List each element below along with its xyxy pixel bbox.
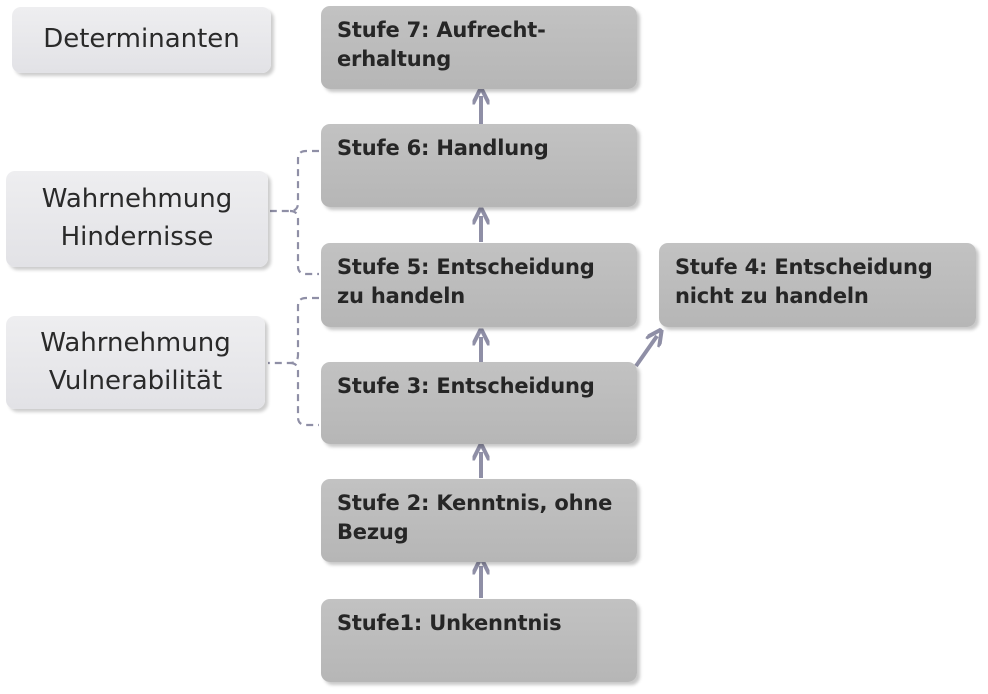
- stage-2-line2: Bezug: [337, 519, 409, 544]
- bracket-vulnerabilitaet: [268, 296, 319, 427]
- stage-1-box: Stufe1: Unkenntnis: [321, 599, 637, 682]
- stage-3-line1: Stufe 3: Entscheidung: [337, 374, 595, 398]
- stage-2-box: Stufe 2: Kenntnis, ohne Bezug: [321, 479, 637, 562]
- determinant-perceived-barriers: Wahrnehmung Hindernisse: [6, 171, 268, 267]
- determinants-header-label: Determinanten: [43, 24, 240, 55]
- stage-4-line2: nicht zu handeln: [675, 283, 869, 308]
- stage-4-box: Stufe 4: Entscheidung nicht zu handeln: [659, 243, 976, 327]
- determinant-barriers-line1: Wahrnehmung: [41, 184, 233, 215]
- arrow-stage3-to-stage4: [634, 336, 657, 368]
- determinants-header: Determinanten: [12, 7, 271, 73]
- stage-7-box: Stufe 7: Aufrecht- erhaltung: [321, 6, 637, 89]
- determinant-barriers-line2: Hindernisse: [60, 222, 214, 252]
- stage-7-line1: Stufe 7: Aufrecht-: [337, 18, 546, 42]
- stage-5-line2: zu handeln: [337, 283, 465, 308]
- stage-3-box: Stufe 3: Entscheidung: [321, 362, 637, 444]
- stage-6-box: Stufe 6: Handlung: [321, 124, 637, 207]
- determinant-perceived-vulnerability: Wahrnehmung Vulnerabilität: [6, 316, 265, 409]
- stage-6-line1: Stufe 6: Handlung: [337, 136, 549, 160]
- bracket-hindernisse: [270, 149, 319, 276]
- stage-1-line1: Stufe1: Unkenntnis: [337, 611, 562, 635]
- stage-2-line1: Stufe 2: Kenntnis, ohne: [337, 491, 613, 515]
- stage-5-box: Stufe 5: Entscheidung zu handeln: [321, 243, 637, 327]
- determinant-vulnerability-line1: Wahrnehmung: [40, 327, 231, 358]
- stage-5-line1: Stufe 5: Entscheidung: [337, 255, 595, 279]
- stage-7-line2: erhaltung: [337, 46, 452, 71]
- stage-4-line1: Stufe 4: Entscheidung: [675, 255, 933, 279]
- determinant-vulnerability-line2: Vulnerabilität: [48, 365, 223, 396]
